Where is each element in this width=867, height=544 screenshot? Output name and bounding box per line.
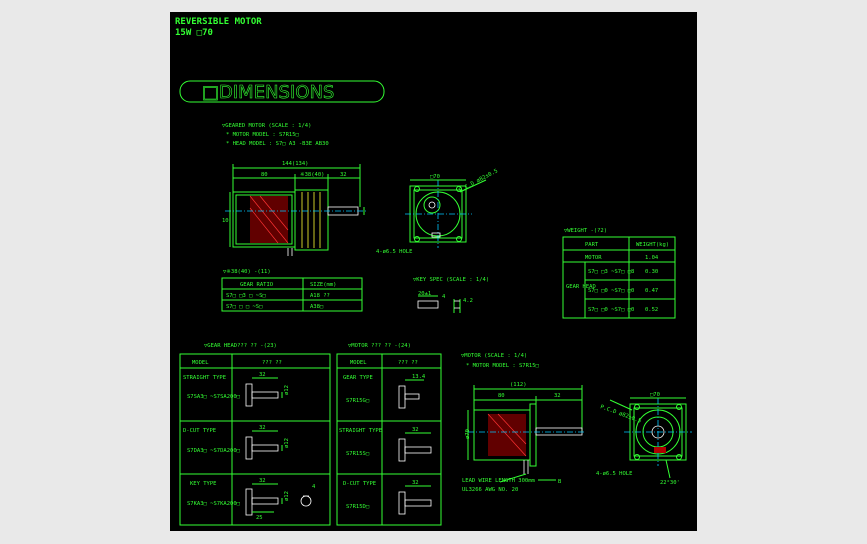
motor-view-box-70: □70: [650, 392, 660, 398]
motor-view-dim-total: (112): [510, 382, 527, 388]
weight-row2-value: 0.47: [645, 288, 658, 294]
motor-row1-model: S7R15S□: [346, 451, 370, 457]
gh-row2-dim-extra: 25: [256, 515, 263, 521]
gh-row2-dim-key: 4: [312, 484, 316, 490]
weight-header-weight: WEIGHT(kg): [636, 242, 669, 248]
geared-motor-heading: ▽GEARED MOTOR (SCALE : 1/4): [222, 123, 311, 129]
weight-row-motor-label: MOTOR: [585, 255, 602, 261]
motor-view-dim-70: ø70: [465, 429, 471, 439]
weight-row1-value: 0.30: [645, 269, 658, 275]
gear-ratio-table-grid: [221, 277, 363, 312]
gear-ratio-row1-size: A38□: [310, 304, 324, 310]
weight-heading: ▽WEIGHT -(?2): [564, 228, 607, 234]
motor-view-dim-shaft: 32: [554, 393, 561, 399]
weight-gear-head-label: GEAR HEAD: [566, 284, 596, 290]
geared-dim-body: 80: [261, 172, 268, 178]
drawing-sheet: REVERSIBLE MOTOR 15W □70 □DIMENSIONS ▽GE…: [170, 12, 697, 531]
motor-view-lead-note2: UL3266 AWG NO. 20: [462, 487, 518, 493]
gh-row0-type: STRAIGHT TYPE: [183, 375, 226, 381]
gear-ratio-header-0: GEAR RATIO: [240, 282, 273, 288]
gh-row1-type: D-CUT TYPE: [183, 428, 216, 434]
title-line1: REVERSIBLE MOTOR: [175, 17, 262, 27]
geared-dim-side: 10: [222, 218, 229, 224]
key-spec-dim-c: 4.2: [463, 298, 473, 304]
weight-table-grid: [562, 236, 676, 319]
motor-view-dim-body: 80: [498, 393, 505, 399]
gear-head-header-model: MODEL: [192, 360, 209, 366]
geared-motor-side-view: [225, 189, 366, 256]
key-spec-drawing: [417, 295, 461, 313]
geared-box-70: □70: [430, 174, 440, 180]
motor-row2-dim: 32: [412, 480, 419, 486]
geared-motor-front-view: [405, 179, 487, 248]
gh-row1-model: S7DA3□ ~S7DA200□: [187, 448, 241, 454]
motor-view-hole-note: 4-ø6.5 HOLE: [596, 471, 632, 477]
motor-view-dim-bottom: 22°30': [660, 480, 680, 486]
weight-row-motor-value: 1.04: [645, 255, 659, 261]
gh-row0-dim-top: 32: [259, 372, 266, 378]
motor-view-front-drawing: [609, 397, 692, 479]
gh-row2-dim-top: 32: [259, 478, 266, 484]
motor-row0-model: S7R15G□: [346, 398, 370, 404]
weight-row3-value: 0.52: [645, 307, 658, 313]
gear-head-table-grid: [179, 353, 331, 526]
gh-row1-drawing: [245, 430, 283, 460]
motor-table-heading: ▽MOTOR ??? ?? -(24): [348, 343, 411, 349]
motor-row2-type: D-CUT TYPE: [343, 481, 376, 487]
motor-row1-dim: 32: [412, 427, 419, 433]
motor-header-model: MODEL: [350, 360, 367, 366]
title-line2: 15W □70: [175, 28, 213, 38]
gh-row2-model: S7KA3□ ~S7KA200□: [187, 501, 241, 507]
motor-row1-type: STRAIGHT TYPE: [339, 428, 382, 434]
gh-row1-dim-side: ø12: [284, 438, 290, 448]
motor-row0-drawing: [398, 379, 424, 409]
motor-row1-drawing: [398, 432, 432, 462]
geared-dim-head: ※38(40): [300, 171, 324, 178]
gh-row2-dim-side: ø12: [284, 491, 290, 501]
gh-row2-type: KEY TYPE: [190, 481, 217, 487]
gear-ratio-heading: ▽※38(40) -(11): [223, 268, 271, 275]
weight-row1-model: S7□ □3 ~S7□ □8: [588, 269, 634, 275]
weight-header-part: PART: [585, 242, 599, 248]
motor-view-model: * MOTOR MODEL : S7R15□: [466, 363, 540, 369]
gh-row0-dim-side: ø12: [284, 385, 290, 395]
gear-head-table-heading: ▽GEAR HEAD??? ?? -(23): [204, 343, 277, 349]
gh-row0-model: S7SA3□ ~S7SA200□: [187, 394, 241, 400]
motor-table-grid: [336, 353, 442, 526]
motor-row0-dim: 13.4: [412, 374, 426, 380]
cad-drawing: REVERSIBLE MOTOR 15W □70 □DIMENSIONS ▽GE…: [175, 17, 692, 526]
motor-view-note-b: B: [558, 479, 562, 485]
motor-row2-model: S7R15D□: [346, 504, 370, 510]
motor-view-pcd-note: P.C.D ø82±0.5: [599, 404, 642, 424]
gh-row1-dim-top: 32: [259, 425, 266, 431]
motor-row2-drawing: [398, 485, 432, 515]
gh-row0-drawing: [245, 377, 283, 407]
gear-ratio-row1-ratio: S7□ □ □ ~S□: [226, 304, 263, 310]
key-spec-heading: ▽KEY SPEC (SCALE : 1/4): [413, 277, 489, 283]
geared-dim-total: 144(134): [282, 161, 309, 167]
weight-row3-model: S7□ □0 ~S7□ □0: [588, 307, 634, 313]
geared-pcd-note: P.C.D ø82±0.5: [458, 168, 499, 194]
geared-motor-head-model: * HEAD MODEL : S7□ A3 -B3E AB30: [226, 141, 329, 147]
motor-view-side-drawing: [467, 403, 586, 483]
key-spec-dim-a: 20±1: [418, 291, 431, 297]
geared-motor-model: * MOTOR MODEL : S7R15□: [226, 132, 300, 138]
dimensions-banner-frame: [179, 80, 385, 103]
gear-ratio-row0-ratio: S7□ □3 □ ~S□: [226, 293, 266, 299]
geared-motor-dim-lines: [232, 164, 361, 207]
gear-ratio-header-1: SIZE(mm): [310, 282, 337, 288]
key-spec-dim-b: 4: [442, 294, 446, 300]
motor-header-dim: ??? ??: [398, 360, 418, 366]
geared-hole-note: 4-ø6.5 HOLE: [376, 249, 412, 255]
gear-ratio-row0-size: A18 ??: [310, 293, 330, 299]
gh-row2-drawing: [245, 483, 312, 516]
dimensions-banner-text: □DIMENSIONS: [202, 82, 334, 103]
motor-view-lead-note1: LEAD WIRE LENGTH 300mm: [462, 478, 536, 484]
geared-dim-32: 32: [340, 172, 347, 178]
gear-head-header-dim: ??? ??: [262, 360, 282, 366]
motor-view-heading: ▽MOTOR (SCALE : 1/4): [461, 353, 527, 359]
weight-row2-model: S7□ □0 ~S7□ □0: [588, 288, 634, 294]
motor-row0-type: GEAR TYPE: [343, 375, 373, 381]
